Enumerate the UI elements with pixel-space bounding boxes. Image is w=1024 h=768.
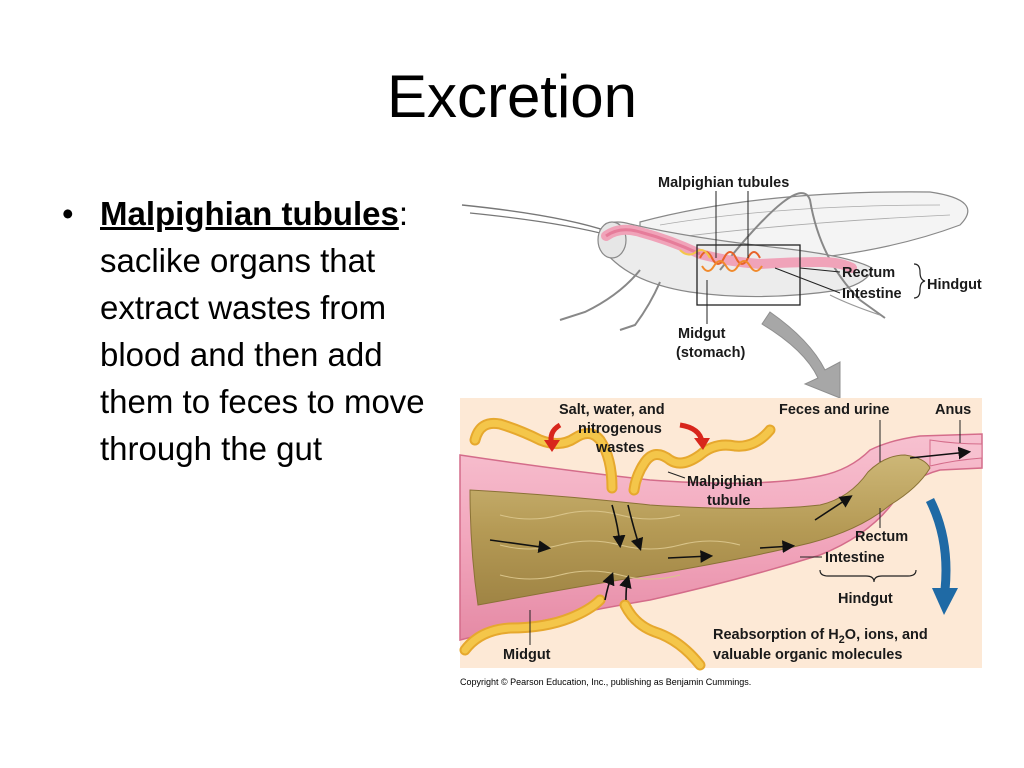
label-hindgut-bottom: Hindgut <box>838 591 893 607</box>
bullet-text: Malpighian tubules: saclike organs that … <box>100 190 445 472</box>
label-midgut-bottom: Midgut <box>503 647 551 663</box>
label-feces-and-urine: Feces and urine <box>779 402 889 418</box>
label-reabsorption-line2: valuable organic molecules <box>713 647 902 663</box>
label-hindgut-top: Hindgut <box>927 277 982 293</box>
label-reabsorption-line1: Reabsorption of H2O, ions, and <box>713 627 928 646</box>
copyright-notice: Copyright © Pearson Education, Inc., pub… <box>460 677 751 687</box>
zoom-arrow <box>761 311 841 399</box>
label-malpighian-tubule-line1: Malpighian <box>687 474 763 490</box>
label-anus: Anus <box>935 402 971 418</box>
bullet-dot: • <box>62 195 74 232</box>
label-midgut-top: Midgut <box>678 326 726 342</box>
slide-title: Excretion <box>386 63 638 130</box>
label-rectum-top: Rectum <box>842 265 895 281</box>
label-salt-water-line3: wastes <box>595 440 644 456</box>
gut-detail-illustration <box>459 398 983 671</box>
grasshopper-illustration <box>461 191 969 331</box>
label-salt-water-line1: Salt, water, and <box>559 402 665 418</box>
label-salt-water-line2: nitrogenous <box>578 421 662 437</box>
bullet-definition: : saclike organs that extract wastes fro… <box>100 195 425 467</box>
label-malpighian-tubules: Malpighian tubules <box>658 175 789 191</box>
label-intestine-top: Intestine <box>842 286 902 302</box>
label-malpighian-tubule-line2: tubule <box>707 493 751 509</box>
label-intestine-bottom: Intestine <box>825 550 885 566</box>
label-stomach-top: (stomach) <box>676 345 745 361</box>
label-rectum-bottom: Rectum <box>855 529 908 545</box>
bullet-term: Malpighian tubules <box>100 195 399 232</box>
